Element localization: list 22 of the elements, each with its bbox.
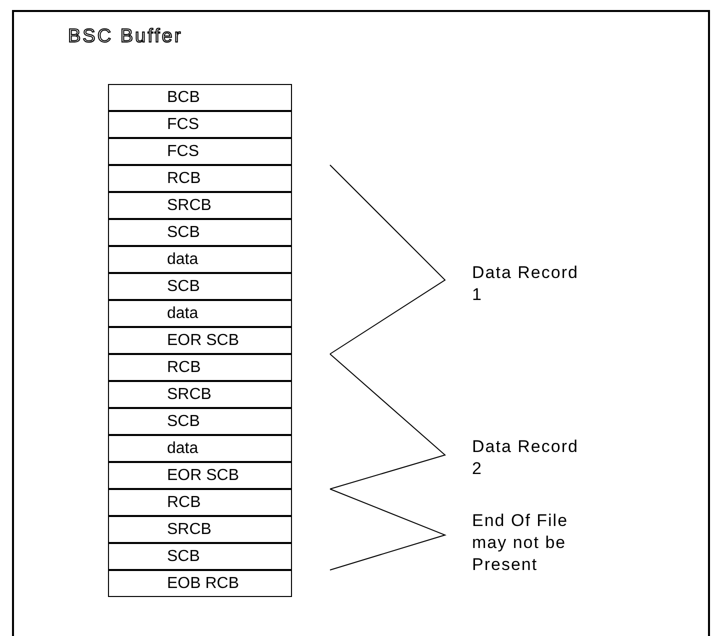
bracket-note: Data Record 1	[472, 262, 580, 306]
table-cell: SRCB	[108, 381, 292, 408]
table-cell: FCS	[108, 138, 292, 165]
table-cell: SRCB	[108, 192, 292, 219]
table-cell: SCB	[108, 219, 292, 246]
bracket-note: Data Record 2	[472, 436, 580, 480]
table-cell: data	[108, 246, 292, 273]
table-cell: EOB RCB	[108, 570, 292, 597]
table-cell: EOR SCB	[108, 327, 292, 354]
table-cell: RCB	[108, 165, 292, 192]
table-cell: BCB	[108, 84, 292, 111]
table-cell: SCB	[108, 273, 292, 300]
table-cell: FCS	[108, 111, 292, 138]
table-cell: data	[108, 300, 292, 327]
table-cell: SCB	[108, 408, 292, 435]
bracket-note: End Of File may not be Present	[472, 510, 570, 576]
table-cell: data	[108, 435, 292, 462]
table-cell: SRCB	[108, 516, 292, 543]
table-cell: RCB	[108, 489, 292, 516]
table-cell: SCB	[108, 543, 292, 570]
table-cell: RCB	[108, 354, 292, 381]
table-cell: EOR SCB	[108, 462, 292, 489]
